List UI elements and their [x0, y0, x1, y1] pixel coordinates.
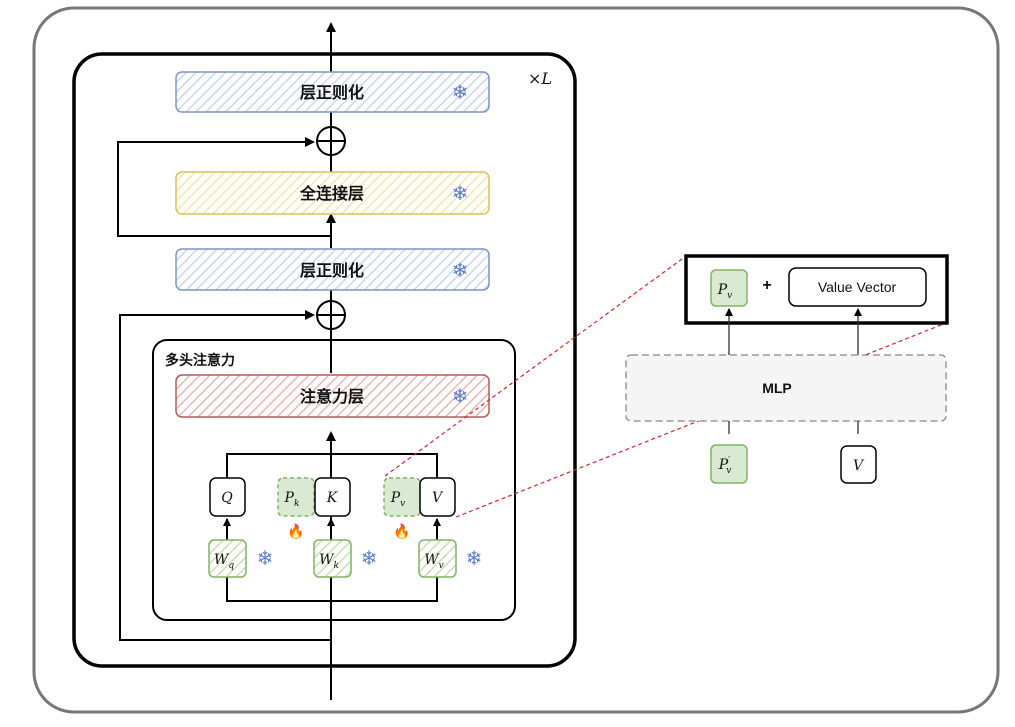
prefix-value-sub: v [400, 499, 405, 509]
snowflake-icon: ❄ [452, 80, 469, 104]
prefix-key-sub: k [294, 499, 299, 509]
multi-head-attention-block [152, 339, 516, 621]
weight-k-box: Wk ❄ [313, 539, 378, 578]
prefix-value-base: P [390, 490, 401, 506]
snowflake-icon: ❄ [452, 384, 469, 408]
multi-head-attention-title: 多头注意力 [165, 352, 235, 369]
fire-icon: 🔥 [393, 523, 410, 540]
query-label: Q [221, 490, 233, 506]
residual-add-bottom [316, 300, 346, 330]
weight-q-sub: q [228, 561, 234, 571]
value-vector-box: Value Vector [788, 267, 927, 307]
svg-text:Wq: Wq [214, 552, 234, 571]
snowflake-icon: ❄ [257, 546, 274, 570]
layer-norm-middle-label: 层正则化 [300, 261, 364, 280]
feed-forward-label: 全连接层 [299, 184, 364, 203]
detail-value-box: V [840, 445, 877, 484]
weight-v-box: Wv ❄ [418, 539, 483, 578]
svg-text:Pv: Pv [390, 490, 406, 509]
layer-norm-top-label: 层正则化 [300, 83, 364, 102]
weight-v-sub: v [439, 561, 444, 571]
snowflake-icon: ❄ [361, 546, 378, 570]
detail-value-label: V [853, 458, 865, 474]
svg-text:Pv: Pv [717, 282, 733, 301]
svg-text:Wv: Wv [424, 552, 443, 571]
prefix-key-base: P [284, 490, 295, 506]
zoom-link-top [384, 255, 687, 477]
detail-pv-base: P [717, 282, 728, 298]
attention-layer: 注意力层 ❄ [175, 374, 490, 418]
attention-layer-label: 注意力层 [300, 387, 364, 406]
pv-prime-sub: v [726, 466, 731, 476]
snowflake-icon: ❄ [452, 181, 469, 205]
weights-bottom-bus [226, 576, 438, 602]
fire-icon: 🔥 [287, 523, 304, 540]
feed-forward-layer: 全连接层 ❄ [175, 171, 490, 215]
outer-frame [32, 6, 1000, 714]
detail-prefix-value-box: Pv [710, 269, 748, 307]
svg-text:Pk: Pk [284, 490, 300, 509]
plus-sign: + [762, 277, 771, 294]
value-box: V [419, 477, 456, 517]
weight-v-base: W [424, 552, 440, 568]
value-label: V [432, 490, 444, 506]
transformer-block [72, 52, 577, 668]
mlp-label: MLP [762, 380, 792, 396]
pv-prime-base: P [718, 457, 729, 473]
value-vector-label: Value Vector [818, 279, 897, 295]
key-label: K [326, 490, 339, 506]
weight-q-base: W [214, 552, 230, 568]
svg-text:Wk: Wk [319, 552, 339, 571]
key-box: K [314, 477, 351, 517]
query-box: Q [209, 477, 246, 517]
pv-prime-mark: ′ [728, 456, 730, 466]
layer-norm-top: 层正则化 ❄ [175, 71, 490, 113]
residual-path-attn [119, 310, 331, 641]
weight-k-sub: k [333, 561, 338, 571]
detail-pv-sub: v [727, 291, 732, 301]
mlp-box: MLP [625, 354, 947, 422]
weight-k-base: W [319, 552, 335, 568]
snowflake-icon: ❄ [452, 258, 469, 282]
svg-text:P′v: P′v [718, 456, 732, 476]
weight-q-box: Wq ❄ [208, 539, 274, 578]
zoom-link-bottom [455, 322, 947, 518]
prefix-value-prime-box: P′v [710, 444, 748, 484]
residual-path-ffn [117, 137, 331, 237]
prefix-key-box: Pk 🔥 [277, 477, 315, 540]
residual-add-top [316, 126, 346, 156]
repeat-label: ×L [528, 69, 552, 88]
snowflake-icon: ❄ [466, 546, 483, 570]
layer-norm-middle: 层正则化 ❄ [175, 248, 490, 291]
prefix-value-box: Pv 🔥 [383, 477, 421, 540]
